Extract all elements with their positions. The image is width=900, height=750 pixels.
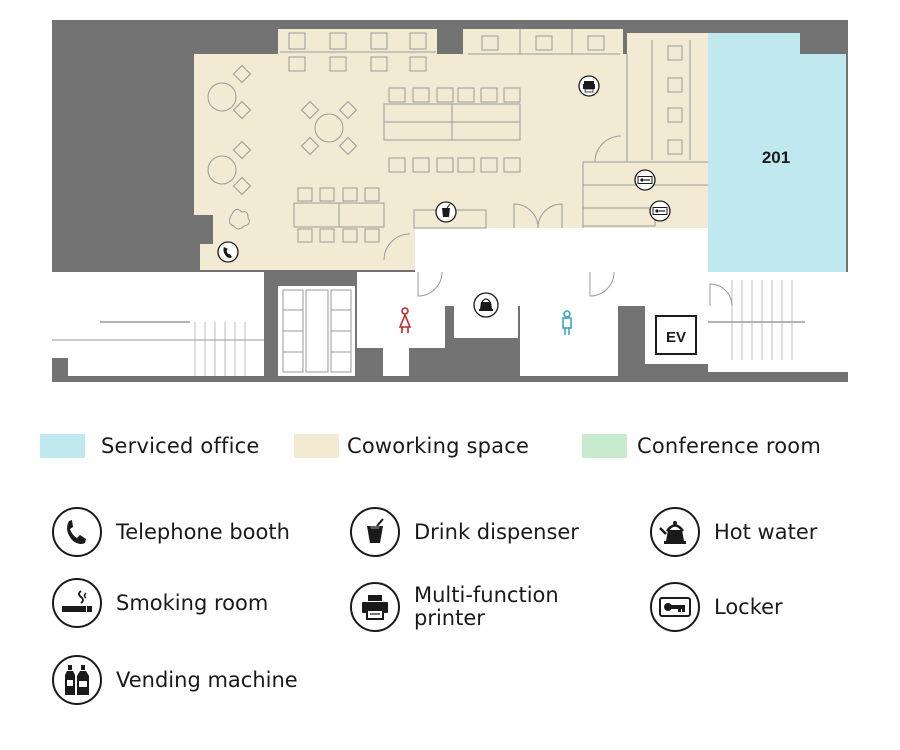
legend-hot-water: Hot water	[650, 507, 817, 557]
legend-conference-room: Conference room	[582, 433, 821, 459]
restroom-women	[357, 271, 445, 376]
printer-icon	[350, 582, 400, 632]
floor-plan: 201	[52, 20, 888, 401]
plan-locker-icon	[634, 169, 656, 191]
serviced-office-swatch	[40, 434, 85, 458]
drink-dispenser-label: Drink dispenser	[414, 519, 579, 544]
male-icon	[562, 310, 572, 335]
corridor-east	[620, 272, 708, 306]
hot-water-room	[454, 272, 518, 338]
legend-vending-machine: Vending machine	[52, 655, 298, 705]
restroom-men	[520, 271, 618, 376]
legend-smoking-room: Smoking room	[52, 578, 268, 628]
multi-function-printer-label: Multi-function printer	[414, 583, 559, 630]
serviced-office-201	[708, 33, 846, 272]
elevator-label: EV	[666, 329, 686, 346]
legend-telephone-booth: Telephone booth	[52, 507, 290, 557]
plan-locker-icon	[649, 200, 671, 222]
drink-cup-icon	[350, 507, 400, 557]
cigarette-icon	[52, 578, 102, 628]
legend-drink-dispenser: Drink dispenser	[350, 507, 579, 557]
legend-locker: Locker	[650, 582, 783, 632]
plan-printer-icon	[578, 75, 600, 97]
room-number-201: 201	[762, 148, 790, 167]
smoking-room-label: Smoking room	[116, 590, 269, 615]
kettle-icon	[650, 507, 700, 557]
legend-serviced-office: Serviced office	[40, 433, 260, 459]
legend-multi-function-printer: Multi-function printer	[350, 582, 564, 632]
utility-shaft	[278, 286, 355, 376]
telephone-icon	[52, 507, 102, 557]
staircase-west	[52, 272, 264, 376]
furniture	[207, 29, 691, 243]
conference-room-label: Conference room	[637, 434, 822, 458]
north-arrow: N	[878, 400, 888, 401]
conference-room-swatch	[582, 434, 627, 458]
elevator: EV	[645, 306, 708, 364]
serviced-office-label: Serviced office	[101, 434, 260, 458]
locker-label: Locker	[714, 594, 783, 619]
coworking-space-label: Coworking space	[347, 434, 530, 458]
plan-telephone-icon	[217, 241, 239, 263]
staircase-east	[708, 272, 848, 372]
coworking-space-swatch	[294, 434, 339, 458]
telephone-booth-label: Telephone booth	[116, 519, 290, 544]
key-icon	[650, 582, 700, 632]
female-icon	[398, 307, 412, 333]
plan-drink-icon	[435, 201, 457, 223]
kettle-icon	[473, 292, 499, 318]
vending-machine-label: Vending machine	[116, 667, 298, 692]
legend-coworking-space: Coworking space	[294, 433, 529, 459]
bottles-icon	[52, 655, 102, 705]
hot-water-label: Hot water	[714, 519, 818, 544]
